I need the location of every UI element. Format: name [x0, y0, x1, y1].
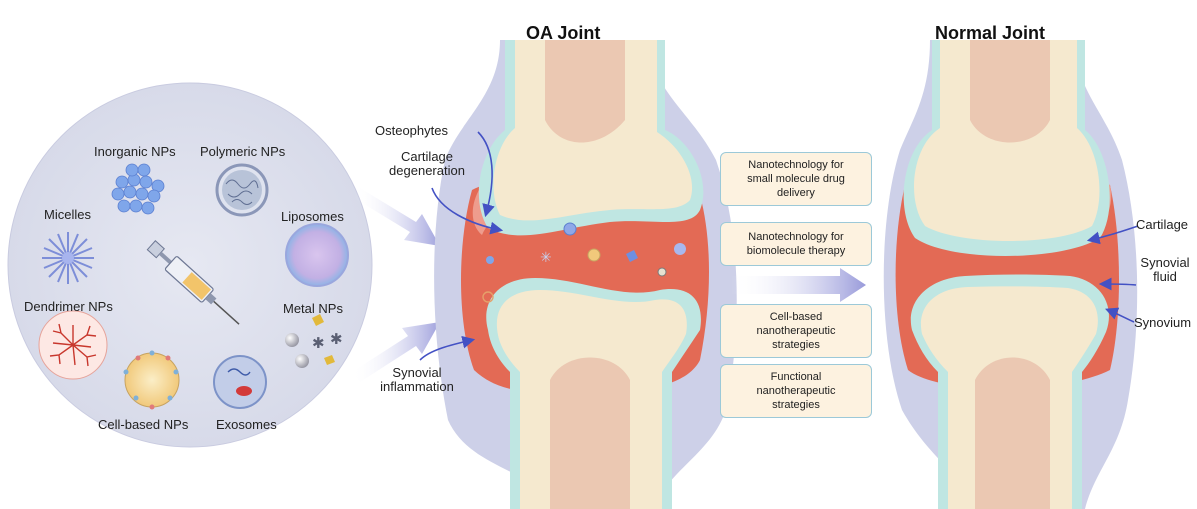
cartilage-degeneration-line-2: degeneration [382, 164, 472, 178]
exosomes-label: Exosomes [216, 418, 277, 432]
polymeric-np-icon [217, 165, 267, 215]
synovial-fluid-line-2: fluid [1136, 270, 1194, 284]
synovial-inflammation-label: Synovial inflammation [362, 366, 472, 394]
strategy-box-small-molecule: Nanotechnology for small molecule drug d… [720, 152, 872, 206]
strategy-3-line-3: strategies [757, 338, 836, 352]
strategy-1-line-3: delivery [747, 186, 845, 200]
synovial-fluid-label: Synovial fluid [1136, 256, 1194, 284]
liposome-icon [286, 224, 348, 286]
exosome-icon [214, 356, 266, 408]
strategy-2-line-2: biomolecule therapy [747, 244, 845, 258]
strategy-4-line-2: nanotherapeutic [757, 384, 836, 398]
synovial-inflammation-line-1: Synovial [362, 366, 472, 380]
cartilage-degeneration-line-1: Cartilage [382, 150, 472, 164]
strategy-2-line-1: Nanotechnology for [747, 230, 845, 244]
cell-based-np-label: Cell-based NPs [98, 418, 188, 432]
synovial-inflammation-line-2: inflammation [362, 380, 472, 394]
inorganic-np-label: Inorganic NPs [94, 145, 176, 159]
dendrimer-np-label: Dendrimer NPs [24, 300, 113, 314]
treatment-arrow [730, 268, 866, 302]
strategy-box-cell-based: Cell-based nanotherapeutic strategies [720, 304, 872, 358]
normal-joint-drawing [884, 40, 1137, 509]
micelles-label: Micelles [44, 208, 91, 222]
metal-np-label: Metal NPs [283, 302, 343, 316]
synovial-fluid-line-1: Synovial [1136, 256, 1194, 270]
micelle-icon [42, 232, 94, 284]
liposomes-label: Liposomes [281, 210, 344, 224]
strategy-box-functional: Functional nanotherapeutic strategies [720, 364, 872, 418]
svg-text:✳: ✳ [540, 250, 552, 266]
strategy-1-line-2: small molecule drug [747, 172, 845, 186]
osteophytes-label: Osteophytes [375, 124, 448, 138]
strategy-4-line-1: Functional [757, 370, 836, 384]
normal-joint-title: Normal Joint [935, 23, 1045, 44]
cartilage-label: Cartilage [1136, 218, 1188, 232]
synovium-label: Synovium [1134, 316, 1191, 330]
strategy-box-biomolecule: Nanotechnology for biomolecule therapy [720, 222, 872, 266]
strategy-4-line-3: strategies [757, 398, 836, 412]
svg-text:✱: ✱ [312, 334, 325, 352]
polymeric-np-label: Polymeric NPs [200, 145, 285, 159]
oa-joint-title: OA Joint [526, 23, 600, 44]
strategy-3-line-1: Cell-based [757, 310, 836, 324]
cartilage-degeneration-label: Cartilage degeneration [382, 150, 472, 178]
strategy-3-line-2: nanotherapeutic [757, 324, 836, 338]
strategy-1-line-1: Nanotechnology for [747, 158, 845, 172]
svg-text:✱: ✱ [330, 330, 343, 348]
oa-joint-drawing: ✳ [434, 40, 737, 509]
dendrimer-np-icon [39, 311, 107, 379]
